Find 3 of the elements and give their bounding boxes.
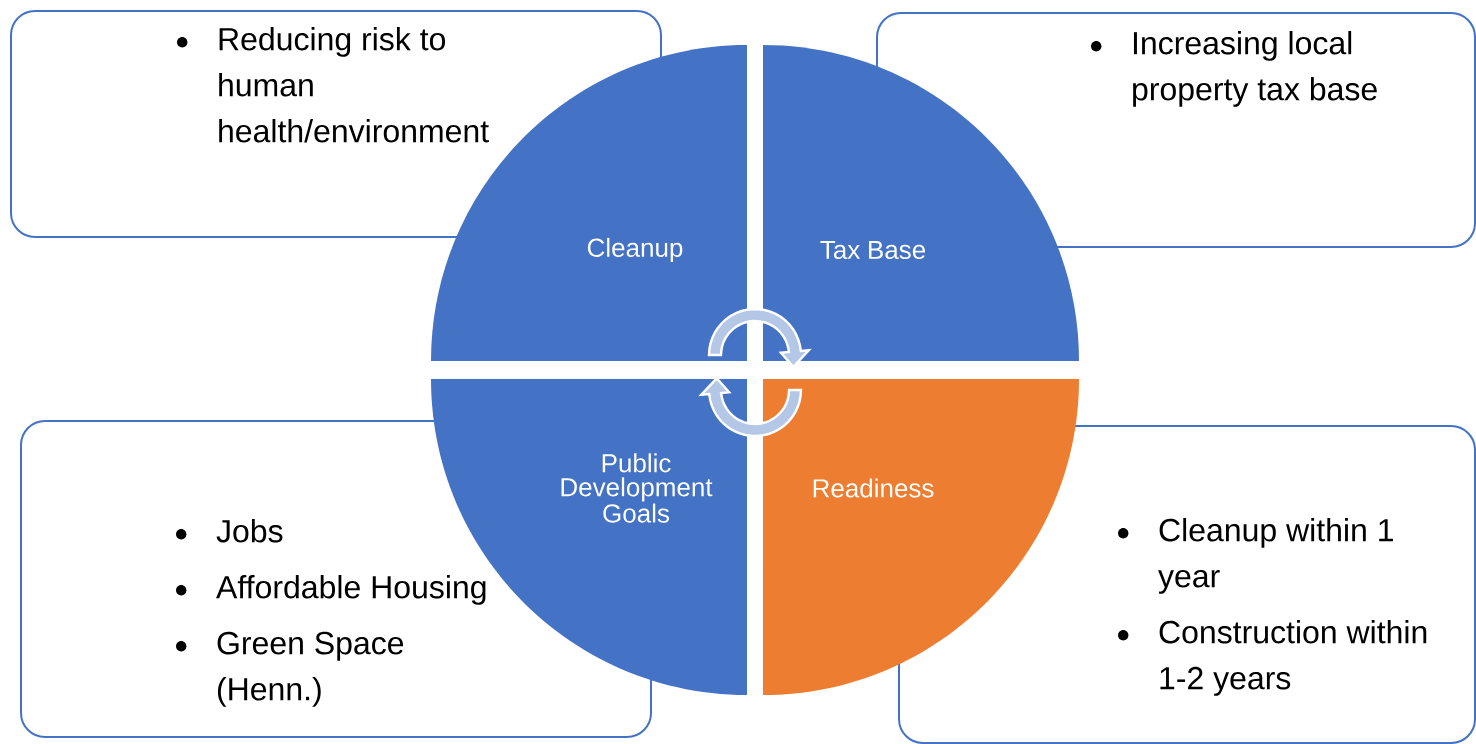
cycle-arrow (698, 376, 803, 438)
quadrant: Tax Base (763, 45, 1079, 361)
quadrant: Readiness (763, 379, 1079, 695)
